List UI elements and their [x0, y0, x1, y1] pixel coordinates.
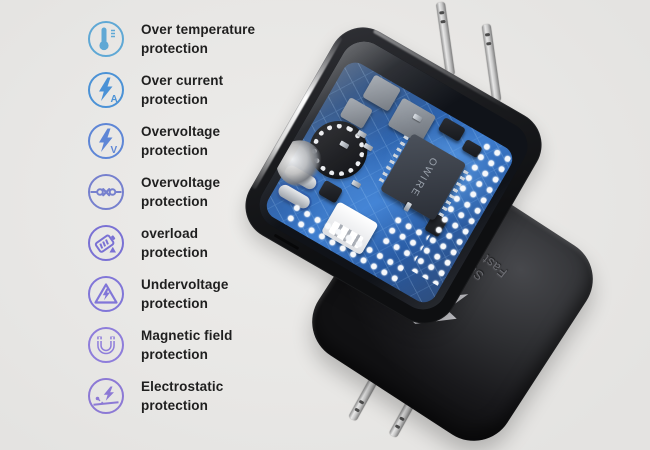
feature-magnetic-field: Magnetic field protection — [87, 326, 232, 364]
feature-overvoltage: V Overvoltage protection — [87, 122, 220, 160]
plug-prong — [481, 23, 502, 103]
electrostatic-discharge-icon — [87, 377, 125, 415]
svg-text:V: V — [111, 145, 118, 156]
feature-overload: overload protection — [87, 224, 208, 262]
feature-electrostatic: Electrostatic protection — [87, 377, 223, 415]
feature-short-circuit: Overvoltage protection — [87, 173, 220, 211]
thermometer-icon — [87, 20, 125, 58]
feature-label: Electrostatic protection — [141, 379, 224, 413]
capacitor — [317, 179, 344, 204]
magnet-icon — [87, 326, 125, 364]
battery-overload-icon — [87, 224, 125, 262]
warning-triangle-bolt-icon — [87, 275, 125, 313]
feature-label: Overvoltage protection — [141, 175, 221, 209]
feature-over-current: A Over current protection — [87, 71, 223, 109]
feature-label: Magnetic field protection — [141, 328, 233, 362]
feature-label: Over current protection — [141, 73, 224, 107]
feature-over-temperature: Over temperature protection — [87, 20, 255, 58]
feature-undervoltage: Undervoltage protection — [87, 275, 228, 313]
short-circuit-icon — [87, 173, 125, 211]
svg-text:A: A — [111, 94, 118, 105]
capacitor — [437, 116, 466, 142]
feature-label: Undervoltage protection — [141, 277, 229, 311]
lightning-volt-icon: V — [87, 122, 125, 160]
feature-label: overload protection — [141, 226, 208, 260]
smd-component — [351, 179, 362, 189]
feature-label: Over temperature protection — [141, 22, 256, 56]
feature-label: Overvoltage protection — [141, 124, 221, 158]
lightning-amp-icon: A — [87, 71, 125, 109]
